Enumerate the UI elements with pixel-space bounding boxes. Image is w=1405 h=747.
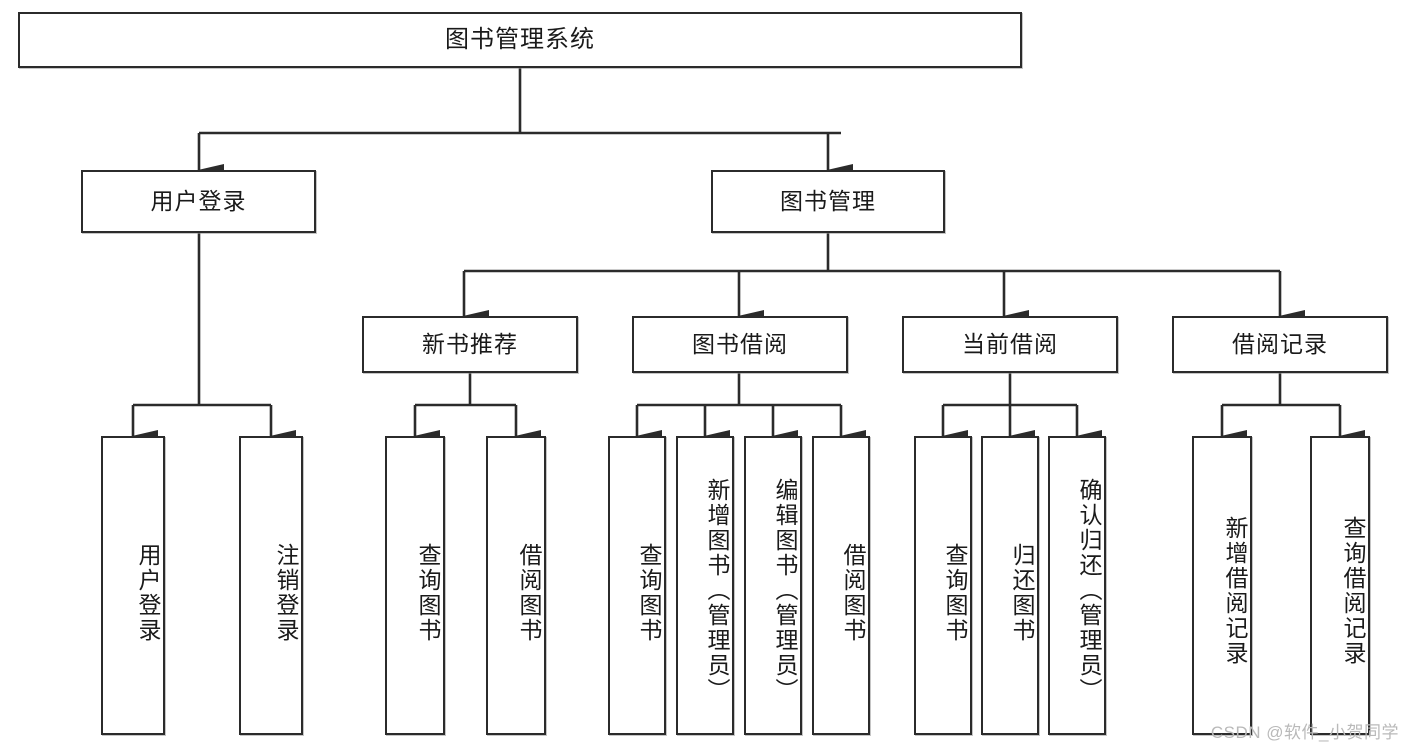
leaf-confirm-return-label: 确认归还（管理员） xyxy=(1076,478,1102,703)
leaf-query-record-label: 查询借阅记录 xyxy=(1340,515,1366,666)
node-borrow-record[interactable]: 借阅记录 xyxy=(1172,316,1388,373)
leaf-borrow-book-1[interactable]: 借阅图书 xyxy=(486,436,546,735)
leaf-query-book-2[interactable]: 查询图书 xyxy=(608,436,666,735)
leaf-user-login-label: 用户登录 xyxy=(135,542,161,643)
leaf-return-book[interactable]: 归还图书 xyxy=(981,436,1039,735)
leaf-query-book-3-label: 查询图书 xyxy=(942,542,968,643)
leaf-add-record[interactable]: 新增借阅记录 xyxy=(1192,436,1252,735)
node-new-book-recommend-label: 新书推荐 xyxy=(422,331,518,358)
leaf-query-record[interactable]: 查询借阅记录 xyxy=(1310,436,1370,735)
leaf-borrow-book-1-label: 借阅图书 xyxy=(516,542,542,643)
leaf-confirm-return[interactable]: 确认归还（管理员） xyxy=(1048,436,1106,735)
node-current-borrow-label: 当前借阅 xyxy=(962,331,1058,358)
leaf-add-record-label: 新增借阅记录 xyxy=(1222,515,1248,666)
leaf-query-book-1[interactable]: 查询图书 xyxy=(385,436,445,735)
node-book-borrow[interactable]: 图书借阅 xyxy=(632,316,848,373)
leaf-query-book-2-label: 查询图书 xyxy=(636,542,662,643)
leaf-add-book-label: 新增图书（管理员） xyxy=(704,478,730,703)
leaf-user-login[interactable]: 用户登录 xyxy=(101,436,165,735)
leaf-edit-book[interactable]: 编辑图书（管理员） xyxy=(744,436,802,735)
leaf-logout-login-label: 注销登录 xyxy=(273,542,299,643)
leaf-borrow-book-2[interactable]: 借阅图书 xyxy=(812,436,870,735)
node-borrow-record-label: 借阅记录 xyxy=(1232,331,1328,358)
node-new-book-recommend[interactable]: 新书推荐 xyxy=(362,316,578,373)
leaf-query-book-1-label: 查询图书 xyxy=(415,542,441,643)
leaf-add-book[interactable]: 新增图书（管理员） xyxy=(676,436,734,735)
node-user-login[interactable]: 用户登录 xyxy=(81,170,316,233)
node-root[interactable]: 图书管理系统 xyxy=(18,12,1022,68)
leaf-edit-book-label: 编辑图书（管理员） xyxy=(772,478,798,703)
watermark-text: CSDN @软件_小贺同学 xyxy=(1210,723,1399,742)
node-book-manage-label: 图书管理 xyxy=(780,188,876,215)
leaf-query-book-3[interactable]: 查询图书 xyxy=(914,436,972,735)
leaf-logout-login[interactable]: 注销登录 xyxy=(239,436,303,735)
node-current-borrow[interactable]: 当前借阅 xyxy=(902,316,1118,373)
leaf-return-book-label: 归还图书 xyxy=(1009,542,1035,643)
node-book-manage[interactable]: 图书管理 xyxy=(711,170,945,233)
leaf-borrow-book-2-label: 借阅图书 xyxy=(840,542,866,643)
node-book-borrow-label: 图书借阅 xyxy=(692,331,788,358)
node-user-login-label: 用户登录 xyxy=(150,188,247,215)
node-root-label: 图书管理系统 xyxy=(445,26,595,53)
